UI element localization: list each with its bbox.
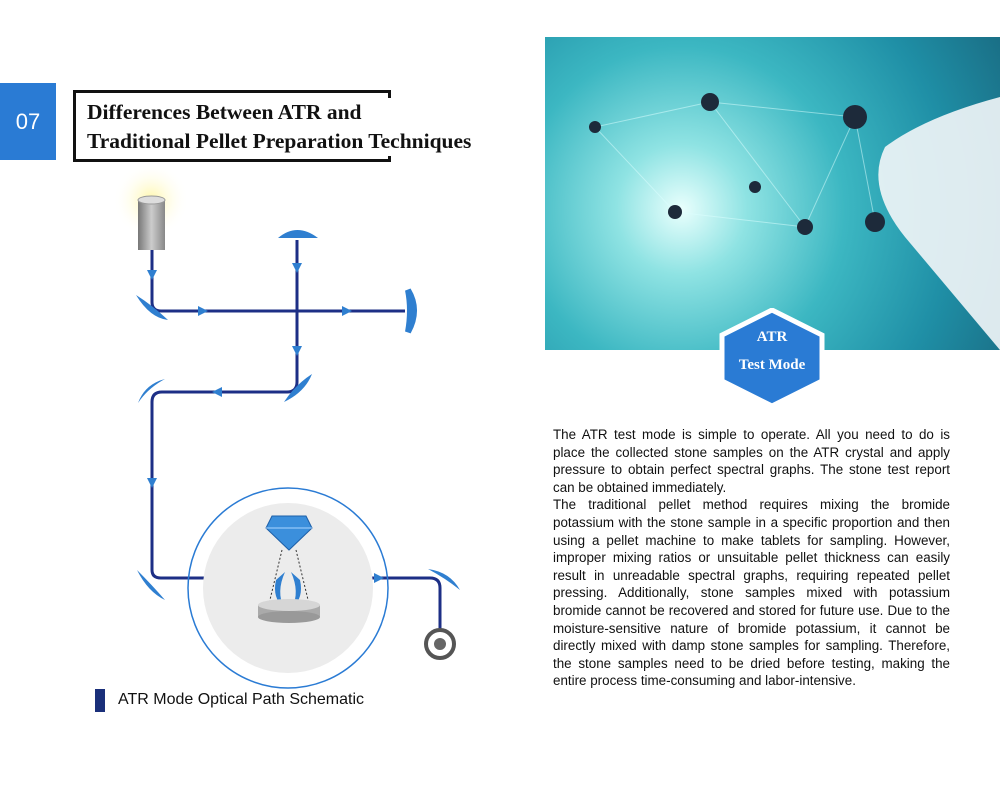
atr-module-bg — [203, 503, 373, 673]
caption-marker — [95, 689, 105, 712]
prism-right — [291, 572, 301, 608]
prism-left — [275, 572, 285, 608]
detector-icon — [424, 628, 456, 660]
mirror-icons — [136, 230, 460, 600]
title-frame — [73, 90, 391, 162]
molecule-network-illustration — [589, 93, 1000, 350]
atr-badge-text: ATR Test Mode — [718, 323, 826, 379]
title-line-2: Traditional Pellet Preparation Technique… — [87, 127, 476, 156]
diamond-icon — [265, 515, 313, 551]
badge-line-2: Test Mode — [738, 357, 806, 373]
hero-photo — [545, 37, 1000, 350]
paragraph-pellet: The traditional pellet method requires m… — [553, 497, 950, 689]
body-text: The ATR test mode is simple to operate. … — [553, 426, 950, 690]
atr-badge — [719, 308, 825, 408]
page-title: Differences Between ATR and Traditional … — [87, 98, 476, 156]
title-line-1: Differences Between ATR and — [87, 98, 366, 127]
atr-module-circle — [187, 487, 389, 689]
light-source-icon — [137, 195, 166, 250]
badge-line-1: ATR — [756, 329, 788, 345]
sample-stage-icon — [258, 599, 320, 623]
section-number: 07 — [0, 83, 56, 160]
optical-path-schematic — [113, 162, 460, 689]
diagram-caption: ATR Mode Optical Path Schematic — [118, 691, 365, 708]
sample-beam — [267, 549, 311, 609]
paragraph-atr: The ATR test mode is simple to operate. … — [553, 427, 950, 495]
